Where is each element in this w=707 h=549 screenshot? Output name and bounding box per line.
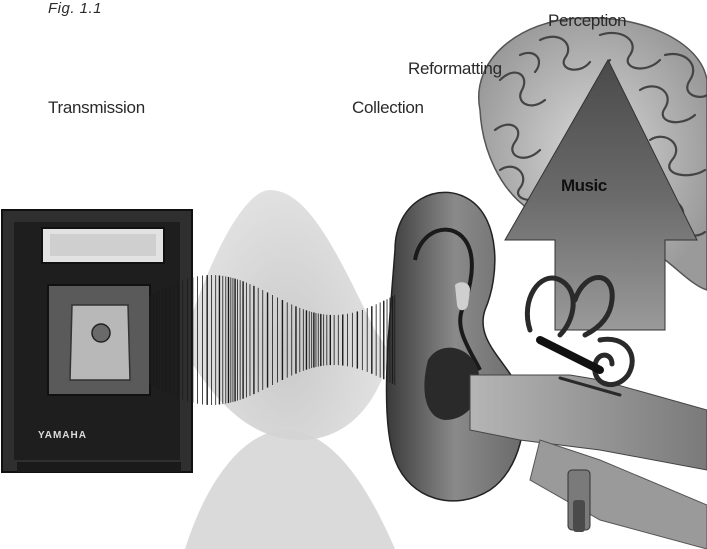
ear-canal: [469, 374, 707, 549]
speaker-brand-logo: YAMAHA: [38, 430, 87, 441]
ear: [385, 191, 525, 502]
label-transmission: Transmission: [48, 98, 145, 117]
figure-caption: Fig. 1.1: [48, 0, 103, 17]
label-perception: Perception: [548, 11, 627, 30]
label-music: Music: [561, 176, 607, 195]
label-collection: Collection: [352, 98, 424, 117]
speaker: [1, 209, 193, 473]
inner-ear: [524, 275, 635, 397]
music-arrow: [504, 58, 698, 331]
sound-pressure-lines: [149, 275, 396, 405]
sound-wave: [178, 190, 395, 549]
label-reformatting: Reformatting: [408, 59, 502, 78]
